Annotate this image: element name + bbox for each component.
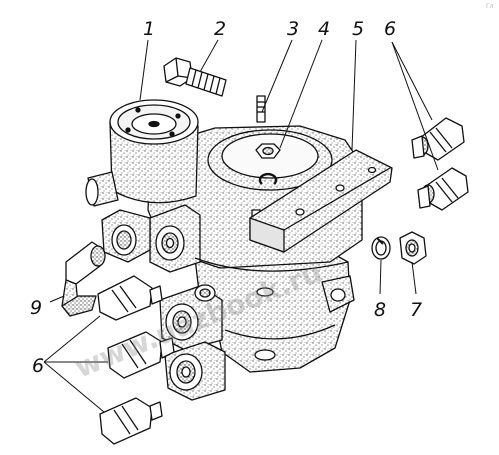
fitting-left-3 (99, 397, 163, 445)
fitting-upper-right (411, 117, 465, 161)
elbow-fitting (61, 241, 106, 317)
callout-2: 2 (214, 18, 226, 40)
fitting-left-1 (97, 275, 163, 321)
callout-1: 1 (143, 18, 155, 40)
callout-4: 4 (318, 18, 330, 40)
fitting-left-2 (107, 331, 175, 379)
lower-housing (159, 251, 355, 401)
callout-8: 8 (374, 299, 386, 321)
callout-6-left: 6 (32, 355, 44, 377)
fitting-lower-right (417, 167, 469, 211)
cover-cylinder (85, 99, 199, 207)
callout-5: 5 (352, 18, 364, 40)
corner-mark: Гл (486, 3, 494, 10)
callout-6-right: 6 (384, 18, 396, 40)
callout-7: 7 (410, 299, 422, 321)
leader-lines (43, 39, 439, 413)
spring-washer (371, 236, 391, 260)
mounting-bracket (249, 149, 393, 253)
hex-nut (399, 231, 427, 265)
upper-housing (101, 95, 363, 273)
callout-3: 3 (287, 18, 299, 40)
callout-9: 9 (30, 297, 42, 319)
bolt (163, 57, 227, 97)
